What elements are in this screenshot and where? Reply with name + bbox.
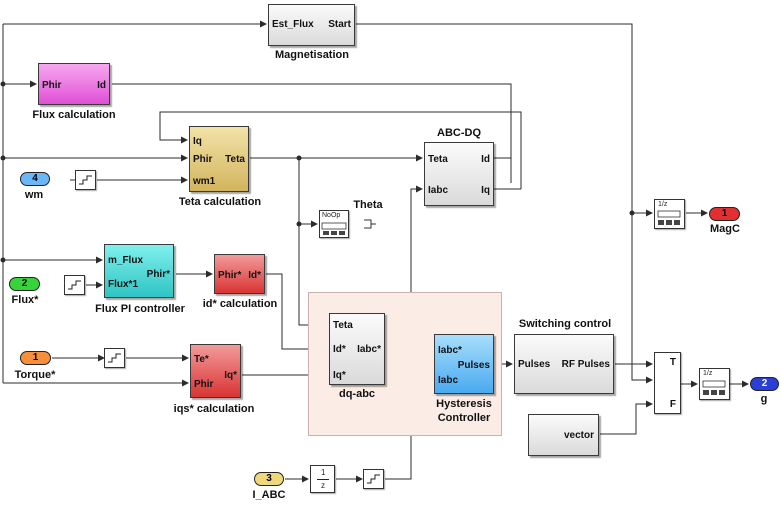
inport-torque[interactable]: 1 [20,351,51,365]
hysteresis-controller-block[interactable]: Iabc* Pulses Iabc [434,334,494,394]
id-calc-out-id: Id* [248,270,261,281]
outport-g[interactable]: 2 [750,377,779,391]
teta-calc-in-iq: Iq [193,136,202,147]
id-calculation-block[interactable]: Phir* Id* [214,254,265,294]
flux-pi-in-flux1: Flux*1 [108,279,139,290]
abc-dq-title: ABC-DQ [437,127,481,139]
magnetisation-in-port: Est_Flux [272,19,314,30]
delay-magc-text: 1/z [658,201,668,208]
magnetisation-label: Magnetisation [275,49,349,61]
fraction-bar [317,479,329,480]
outport-g-number: 2 [761,378,768,389]
id-calc-in-phir: Phir* [218,270,242,281]
hold-block-torque[interactable] [104,348,125,368]
inport-iabc[interactable]: 3 [254,472,284,486]
id-calculation-label: id* calculation [202,298,278,310]
switching-control-block[interactable]: Pulses RF Pulses [514,334,614,394]
teta-calculation-block[interactable]: Iq Phir wm1 Teta [189,126,249,192]
outport-magc[interactable]: 1 [709,207,740,221]
delay-block-magc[interactable]: 1/z [654,199,685,229]
dq-abc-out-iabc: Iabc* [357,344,381,355]
dq-abc-in-teta: Teta [333,320,353,331]
flux-pi-in-mflux: m_Flux [108,255,144,266]
switching-control-title: Switching control [518,318,612,330]
teta-calc-out-teta: Teta [225,154,245,165]
flux-pi-out-phir: Phir* [146,269,170,280]
step-icon [79,175,92,185]
unit-delay-block[interactable]: 1 z [310,465,335,493]
outport-g-label: g [760,393,768,405]
inport-flux-number: 2 [21,278,28,289]
switch-false-label: F [669,399,676,410]
inport-torque-number: 1 [32,352,39,363]
theta-label: Theta [353,199,383,211]
iqs-calc-in-te: Te* [194,354,209,365]
iqs-calculation-label: iqs* calculation [173,403,255,415]
flux-calc-in-port: Phir [42,80,62,91]
step-icon [367,474,380,484]
teta-calculation-label: Teta calculation [178,196,262,208]
abc-dq-out-id: Id [481,154,490,165]
dq-abc-in-iq: Iq* [333,370,346,381]
flux-pi-controller-label: Flux PI controller [95,303,185,315]
hold-block-wm[interactable] [75,170,96,190]
scope-icon [321,222,347,235]
inport-wm-label: wm [24,189,44,201]
switch-true-label: T [669,357,676,368]
switching-out-rf-pulses: RF Pulses [561,359,610,370]
delay-icon [657,210,681,225]
unit-delay-num: 1 [321,468,326,477]
dq-abc-in-id: Id* [333,344,346,355]
terminator-icon [364,219,376,229]
abc-dq-in-teta: Teta [428,154,448,165]
dq-abc-label: dq-abc [338,388,376,400]
hysteresis-label-line2: Controller [437,412,491,424]
abc-dq-block[interactable]: Teta Iabc Id Iq [424,142,494,206]
inport-flux-label: Flux* [11,294,39,306]
teta-calc-in-wm1: wm1 [193,176,216,187]
flux-calc-out-port: Id [97,80,106,91]
flux-calculation-label: Flux calculation [32,109,116,121]
abc-dq-in-iabc: Iabc [428,185,449,196]
inport-iabc-number: 3 [266,473,272,484]
inport-wm-number: 4 [32,173,38,184]
theta-scope-block[interactable]: NoOp [319,210,349,238]
hold-block-flux[interactable] [64,275,85,295]
step-icon [108,353,121,363]
iqs-calc-out-iq: Iq* [224,370,237,381]
hysteresis-out-pulses: Pulses [457,360,490,371]
delay-block-g[interactable]: 1/z [699,368,730,400]
hold-block-iabc[interactable] [363,469,384,489]
flux-calculation-block[interactable]: Phir Id [38,63,110,105]
vector-block[interactable]: vector [528,414,599,456]
switching-in-pulses: Pulses [518,359,551,370]
theta-noop-text: NoOp [322,212,341,219]
iqs-calc-in-phir: Phir [194,379,214,390]
delay-g-text: 1/z [703,370,713,377]
abc-dq-out-iq: Iq [481,185,490,196]
hysteresis-in-iabc-ref: Iabc* [438,345,462,356]
dq-abc-block[interactable]: Teta Id* Iabc* Iq* [329,313,385,385]
inport-flux[interactable]: 2 [9,277,40,291]
inport-torque-label: Torque* [14,369,56,381]
flux-pi-controller-block[interactable]: m_Flux Phir* Flux*1 [104,244,174,298]
magnetisation-out-port: Start [328,19,351,30]
hysteresis-in-iabc: Iabc [438,375,459,386]
outport-magc-number: 1 [721,208,728,219]
hysteresis-label-line1: Hysteresis [436,398,492,410]
magnetisation-block[interactable]: Est_Flux Start [268,4,355,46]
delay-icon [702,380,726,395]
teta-calc-in-phir: Phir [193,154,213,165]
unit-delay-den: z [321,481,325,490]
vector-out: vector [563,430,594,441]
switch-block[interactable]: T F [654,352,681,414]
outport-magc-label: MagC [710,223,740,235]
step-icon [68,280,81,290]
iqs-calculation-block[interactable]: Te* Iq* Phir [190,344,241,398]
inport-wm[interactable]: 4 [20,172,50,186]
inport-iabc-label: I_ABC [252,489,286,501]
